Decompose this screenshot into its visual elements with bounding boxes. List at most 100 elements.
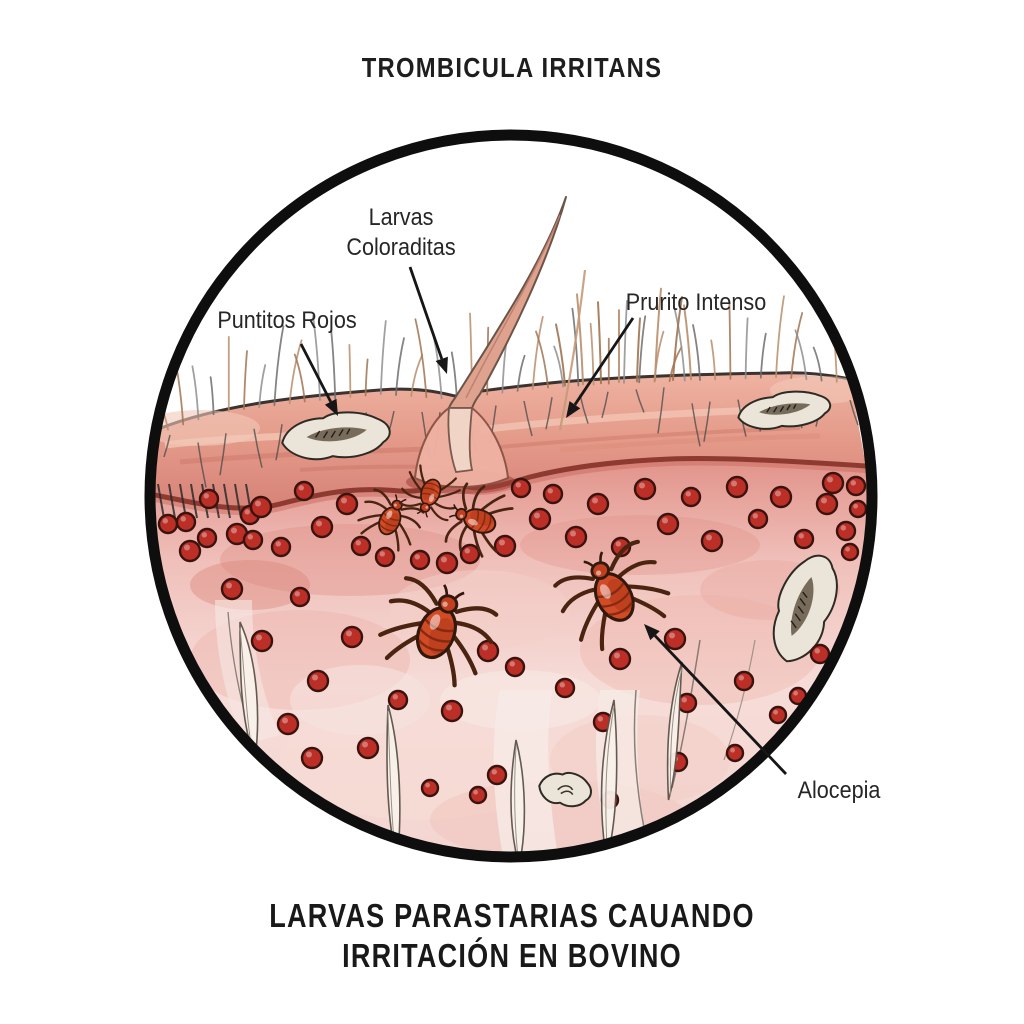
hair bbox=[775, 295, 785, 379]
epidermis-hair bbox=[703, 401, 711, 442]
skin-lesion bbox=[758, 547, 849, 670]
hair-roots-group bbox=[239, 621, 683, 852]
epidermis-hair bbox=[275, 424, 283, 461]
hair bbox=[555, 323, 566, 387]
red-dot bbox=[249, 495, 273, 519]
red-dot bbox=[528, 507, 552, 531]
epidermis-hair bbox=[849, 399, 859, 426]
red-dot bbox=[700, 529, 724, 553]
red-dot bbox=[835, 520, 857, 542]
red-dot bbox=[459, 543, 481, 565]
hair bbox=[288, 339, 303, 405]
red-dot bbox=[504, 656, 526, 678]
hair bbox=[395, 337, 405, 397]
hair bbox=[744, 317, 749, 380]
hair bbox=[209, 376, 215, 416]
red-dot bbox=[510, 477, 532, 499]
red-dot bbox=[747, 508, 769, 530]
red-dot bbox=[340, 625, 364, 649]
red-dot bbox=[356, 736, 380, 760]
hair bbox=[379, 320, 387, 395]
red-dot bbox=[493, 534, 517, 558]
hair bbox=[673, 308, 686, 382]
hair bbox=[790, 312, 804, 379]
red-dot bbox=[178, 539, 202, 563]
red-dot bbox=[542, 483, 564, 505]
annotation-arrows bbox=[299, 266, 788, 775]
red-dot bbox=[350, 535, 372, 557]
label-line: Coloraditas bbox=[346, 234, 456, 261]
red-dot bbox=[768, 705, 788, 725]
red-dot bbox=[335, 492, 359, 516]
hair bbox=[531, 316, 544, 390]
red-dot bbox=[374, 546, 396, 568]
lash-stroke bbox=[168, 483, 176, 519]
red-dot bbox=[289, 586, 311, 608]
hair-root bbox=[666, 661, 683, 801]
hair bbox=[728, 301, 732, 380]
red-dot bbox=[420, 778, 440, 798]
lesions-group bbox=[280, 388, 848, 810]
red-dot bbox=[809, 643, 831, 665]
red-dot bbox=[310, 515, 334, 539]
hair bbox=[243, 350, 248, 410]
mite-larva bbox=[444, 482, 514, 558]
hair bbox=[672, 296, 683, 382]
arrow-larvas-coloraditas bbox=[408, 266, 448, 374]
hair bbox=[293, 353, 306, 403]
red-dot bbox=[680, 486, 702, 508]
mite-larva bbox=[398, 464, 461, 522]
hair bbox=[636, 317, 641, 383]
red-dot bbox=[435, 551, 459, 575]
red-dot bbox=[793, 528, 815, 550]
epidermis-hair bbox=[545, 397, 553, 430]
hair bbox=[535, 330, 549, 389]
red-dot bbox=[608, 647, 632, 671]
arrow-alocepia bbox=[644, 624, 788, 775]
hair bbox=[812, 346, 823, 382]
red-dots-group bbox=[157, 471, 867, 810]
label-puntitos-rojos: Puntitos Rojos bbox=[217, 307, 357, 334]
epidermis-hair bbox=[163, 434, 171, 458]
skin-lesion bbox=[536, 767, 594, 810]
red-dot bbox=[733, 670, 755, 692]
surface-hairs bbox=[155, 287, 853, 431]
hair bbox=[258, 364, 267, 408]
hair bbox=[364, 358, 369, 397]
red-dot bbox=[293, 480, 315, 502]
red-dot bbox=[486, 764, 508, 786]
red-dot bbox=[175, 511, 197, 533]
red-dot bbox=[633, 477, 657, 501]
epidermis-hair bbox=[253, 428, 263, 468]
caption-line-2: IRRITACIÓN EN BOVINO bbox=[342, 937, 682, 975]
red-dot bbox=[663, 627, 687, 651]
red-dot bbox=[220, 577, 244, 601]
red-dot bbox=[564, 525, 588, 549]
hair bbox=[759, 332, 767, 379]
hair bbox=[410, 354, 424, 398]
hair bbox=[638, 315, 647, 384]
figure-caption: LARVAS PARASTARIAS CAUANDO IRRITACIÓN EN… bbox=[92, 896, 932, 977]
hair bbox=[414, 318, 428, 399]
red-dot bbox=[242, 529, 264, 551]
circle-frame bbox=[144, 129, 878, 863]
red-dot bbox=[468, 785, 488, 805]
red-dot bbox=[840, 542, 860, 562]
epidermis-hair bbox=[219, 433, 227, 476]
lash-stroke bbox=[190, 483, 198, 519]
mite-larva bbox=[378, 576, 499, 688]
hair bbox=[553, 345, 565, 388]
hair bbox=[312, 315, 321, 401]
red-dot bbox=[821, 471, 845, 495]
red-dot bbox=[196, 527, 218, 549]
red-dot bbox=[815, 492, 839, 516]
skin-surface-line bbox=[160, 371, 851, 430]
red-dot bbox=[725, 743, 745, 763]
long-surface-hair bbox=[558, 269, 587, 431]
hair bbox=[710, 339, 717, 381]
red-dot bbox=[476, 639, 500, 663]
hair bbox=[623, 299, 628, 384]
